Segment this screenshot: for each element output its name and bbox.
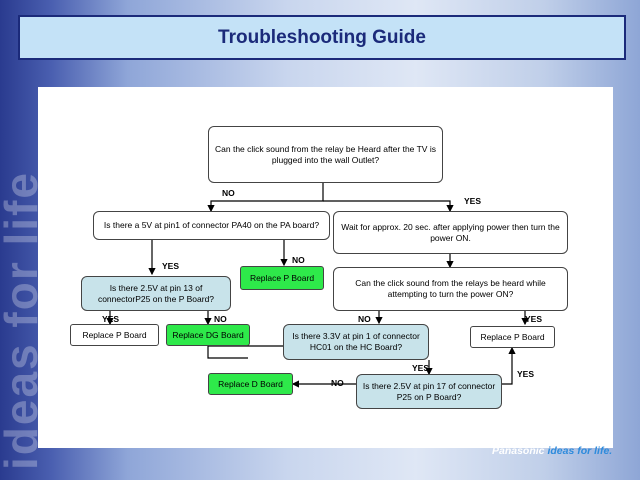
connector-no-5 xyxy=(207,345,284,359)
label-no-4: NO xyxy=(358,314,371,324)
question-click-sound: Can the click sound from the relay be He… xyxy=(208,126,443,183)
action-replace-dg-board: Replace DG Board xyxy=(166,324,250,346)
question-click-relays: Can the click sound from the relays be h… xyxy=(333,267,568,311)
label-no-5: NO xyxy=(331,378,344,388)
label-no-2: NO xyxy=(292,255,305,265)
label-yes-1: YES xyxy=(464,196,482,206)
action-replace-p-board-1: Replace P Board xyxy=(240,266,324,290)
label-yes-2: YES xyxy=(162,261,180,271)
question-5v-pa40: Is there a 5V at pin1 of connector PA40 … xyxy=(93,211,330,240)
action-replace-d-board: Replace D Board xyxy=(208,373,293,395)
question-3v3-hc01: Is there 3.3V at pin 1 of connector HC01… xyxy=(283,324,429,360)
label-no-3: NO xyxy=(214,314,227,324)
action-replace-p-board-2: Replace P Board xyxy=(70,324,159,346)
action-wait-power-on: Wait for approx. 20 sec. after applying … xyxy=(333,211,568,254)
connector-no-1 xyxy=(207,183,324,213)
brand-tagline: ideas for life. xyxy=(547,445,613,457)
label-yes-6: YES xyxy=(517,369,535,379)
label-yes-5: YES xyxy=(412,363,430,373)
label-yes-4: YES xyxy=(525,314,543,324)
label-no-1: NO xyxy=(222,188,235,198)
brand-logo: Panasonic ideas for life. xyxy=(492,445,632,463)
page-title: Troubleshooting Guide xyxy=(218,26,426,48)
title-bar: Troubleshooting Guide xyxy=(18,15,626,60)
connector-yes-1 xyxy=(323,200,454,213)
connector-yes-6 xyxy=(502,346,516,385)
label-yes-3: YES xyxy=(102,314,120,324)
action-replace-p-board-3: Replace P Board xyxy=(470,326,555,348)
brand-name: Panasonic xyxy=(492,445,545,457)
question-2v5-p25-pin13: Is there 2.5V at pin 13 of connectorP25 … xyxy=(81,276,231,311)
question-2v5-pin17: Is there 2.5V at pin 17 of connector P25… xyxy=(356,374,502,409)
